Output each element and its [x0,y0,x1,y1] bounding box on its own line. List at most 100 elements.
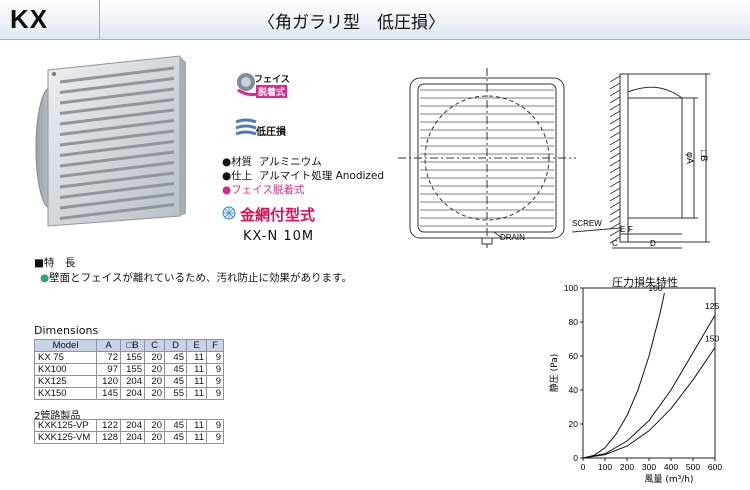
table-cell: 9 [206,351,224,364]
table-cell: 145 [96,387,121,400]
spec-material: ●材質 アルミニウム [222,156,322,168]
series-label-125: 125 [705,301,719,311]
table-cell: 72 [96,351,121,364]
face-badge-bottom: 脱着式 [256,85,288,98]
table-cell: 20 [144,419,165,432]
model-box [0,0,100,40]
table-cell: 9 [206,363,224,376]
table-cell: KX150 [34,387,97,400]
x-axis-label: 風量 (m³/h) [645,474,694,485]
col-model: Model [34,339,97,352]
y-tick-label: 80 [569,317,579,327]
low-loss-badge [235,118,257,136]
face-badge-top: フェイス [254,75,290,85]
table-cell: 11 [186,363,207,376]
y-tick-label: 60 [569,351,579,361]
dim-F: F [628,225,633,234]
table-cell: 20 [144,431,165,444]
x-tick-label: 200 [620,462,634,472]
mesh-icon [222,206,236,220]
table-cell: 204 [120,387,145,400]
table-cell: 97 [96,363,121,376]
series-label-150: 150 [705,334,719,344]
table-cell: 204 [120,431,145,444]
features-text: ●壁面とフェイスが離れているため、汚れ防止に効果があります。 [40,272,352,284]
table-cell: 155 [120,363,145,376]
table-cell: 11 [186,351,207,364]
series-line-125 [582,314,716,459]
x-tick-label: 400 [664,462,678,472]
table-cell: 9 [206,419,224,432]
dim-D: D [650,239,656,248]
table-cell: 9 [206,375,224,388]
dim-sqB: □B [699,150,709,161]
y-tick-label: 40 [569,385,579,395]
col-c: C [144,339,165,352]
col-b: □B [120,339,145,352]
col-a: A [96,339,121,352]
table-cell: 45 [164,431,187,444]
table-cell: 128 [96,431,121,444]
table-cell: 204 [120,375,145,388]
table-cell: 20 [144,387,165,400]
table-cell: 204 [120,419,145,432]
technical-drawing: SCREW DRAIN φA □B E F C D [398,68,710,249]
product-photo [35,55,186,227]
table-cell: 45 [164,363,187,376]
x-tick-label: 100 [598,462,612,472]
table-cell: 120 [96,375,121,388]
table-cell: KX125 [34,375,97,388]
x-tick-label: 300 [642,462,656,472]
plot-area [582,287,716,459]
table-cell: 11 [186,375,207,388]
drain-label: DRAIN [500,233,525,242]
table-cell: 9 [206,431,224,444]
model-title: KX [10,4,49,34]
screw-label: SCREW [572,219,602,228]
spec-face-removable: ●フェイス脱着式 [222,184,305,196]
low-loss-label: 低圧損 [256,127,286,138]
table-cell: KX 75 [34,351,97,364]
table-cell: 45 [164,351,187,364]
features-title: ■特 長 [34,257,76,269]
series-line-150 [582,347,716,459]
x-tick-label: 600 [708,462,722,472]
dim-C: C [612,239,618,248]
table-cell: KXK125-VM [34,431,97,444]
series-line-100 [582,292,665,459]
table-cell: 155 [120,351,145,364]
dimensions-title: Dimensions [34,324,99,337]
section2-title: 2管路製品 [34,411,81,422]
table-cell: 9 [206,387,224,400]
mesh-label: 金網付型式 [240,206,316,224]
table-cell: 20 [144,375,165,388]
face-removable-badge [237,73,265,97]
table-cell: 11 [186,431,207,444]
chart-title: 圧力損失特性 [612,276,678,289]
table-cell: 11 [186,387,207,400]
col-d: D [164,339,187,352]
series-label-100: 100 [648,283,662,293]
x-tick-label: 0 [581,462,586,472]
table-cell: 20 [144,363,165,376]
table-cell: 20 [144,351,165,364]
mesh-model: KX-N 10M [243,229,315,244]
dim-E: E [620,225,625,234]
table-cell: KXK125-VP [34,419,97,432]
table-cell: 45 [164,419,187,432]
table-cell: KX100 [34,363,97,376]
y-tick-label: 100 [564,283,578,293]
col-e: E [186,339,207,352]
y-tick-label: 20 [569,419,579,429]
table-cell: 45 [164,375,187,388]
header-bar [0,0,750,40]
